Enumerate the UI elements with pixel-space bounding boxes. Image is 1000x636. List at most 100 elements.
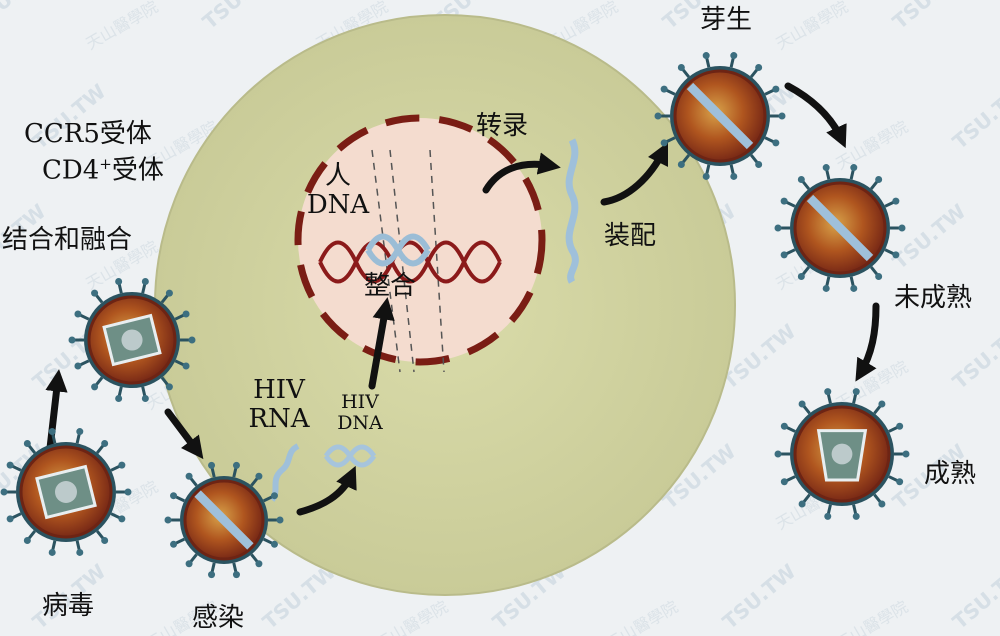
virion-knob bbox=[270, 492, 278, 500]
virion-genome bbox=[121, 329, 143, 351]
virion-knob bbox=[654, 112, 662, 120]
virion-knob bbox=[730, 52, 738, 60]
virion-knob bbox=[878, 500, 886, 508]
label-ccr5-receptor: CCR5受体 bbox=[24, 119, 152, 149]
virion-genome bbox=[831, 443, 853, 465]
watermark-text: TSU.TW bbox=[948, 79, 1000, 154]
label-cd4-sup: + bbox=[99, 155, 112, 173]
virion-budding bbox=[654, 52, 786, 180]
virion-knob bbox=[702, 172, 710, 180]
label-cd4-main: CD4 bbox=[42, 155, 100, 186]
integrated-hiv-dna bbox=[365, 233, 431, 267]
virion-knob bbox=[115, 394, 123, 402]
watermark-text: TSU.TW bbox=[888, 0, 971, 34]
virion-knob bbox=[6, 461, 14, 469]
virion-knob bbox=[902, 450, 910, 458]
virion-knob bbox=[118, 515, 126, 523]
label-infection: 感染 bbox=[192, 603, 245, 633]
label-immature: 未成熟 bbox=[894, 283, 973, 313]
virion-knob bbox=[74, 310, 82, 318]
virion-knob bbox=[170, 540, 178, 548]
virion-knob bbox=[255, 560, 263, 568]
virion-knob bbox=[778, 112, 786, 120]
arrow-virus-to-binding bbox=[45, 369, 68, 452]
virion-knob bbox=[660, 85, 668, 93]
virion-knob bbox=[824, 388, 832, 396]
label-hiv-dna-line2: DNA bbox=[337, 411, 383, 434]
virion-knob bbox=[852, 388, 860, 396]
virion-knob bbox=[892, 197, 900, 205]
virion-knob bbox=[896, 422, 904, 430]
virion-knob bbox=[208, 461, 216, 469]
virion-knob bbox=[0, 488, 8, 496]
watermark-text-cn: 天山醫學院 bbox=[833, 117, 912, 173]
virion-knob bbox=[774, 450, 782, 458]
hiv-rna-strand bbox=[269, 443, 300, 502]
watermark-text-cn: 天山醫學院 bbox=[83, 0, 162, 53]
watermark-text-cn: 天山醫學院 bbox=[833, 597, 912, 636]
virion-knob bbox=[822, 164, 830, 172]
virion-knob bbox=[780, 478, 788, 486]
virion-knob bbox=[91, 289, 99, 297]
virion-knob bbox=[232, 571, 240, 579]
virion-rna bbox=[686, 82, 754, 150]
virion-knob bbox=[188, 336, 196, 344]
label-hiv-rna-line1: HIV bbox=[253, 375, 305, 405]
watermark-text: TSU.TW bbox=[948, 559, 1000, 634]
virion-knob bbox=[797, 176, 805, 184]
virion-knob bbox=[774, 224, 782, 232]
virion-rna bbox=[806, 194, 874, 262]
watermark-text: TSU.TW bbox=[888, 199, 971, 274]
watermark-text-cn: 天山醫學院 bbox=[373, 597, 452, 636]
watermark-text: TSU.TW bbox=[198, 0, 281, 34]
arrow-immature-to-mature bbox=[855, 302, 880, 382]
virion-knob bbox=[677, 64, 685, 72]
virion-knob bbox=[255, 472, 263, 480]
virion-knob bbox=[892, 251, 900, 259]
virion-knob bbox=[822, 284, 830, 292]
virion-knob bbox=[141, 394, 149, 402]
label-integration: 整合 bbox=[364, 271, 417, 301]
virion-knob bbox=[74, 362, 82, 370]
virion-knob bbox=[23, 536, 31, 544]
virion-knob bbox=[276, 516, 284, 524]
pathway-arrows bbox=[45, 82, 880, 516]
virion-knob bbox=[798, 400, 806, 408]
virion-knob bbox=[164, 516, 172, 524]
virion-knob bbox=[115, 278, 123, 286]
virion-knob bbox=[270, 540, 278, 548]
virion-knob bbox=[232, 461, 240, 469]
watermark-text-cn: 天山醫學院 bbox=[773, 0, 852, 53]
virion-knob bbox=[730, 172, 738, 180]
label-cd4-receptor: CD4+受体 bbox=[42, 156, 164, 185]
rna-strand bbox=[565, 138, 579, 284]
virion-knob bbox=[898, 224, 906, 232]
virion-knob bbox=[780, 422, 788, 430]
virion-knob bbox=[165, 383, 173, 391]
label-virus: 病毒 bbox=[42, 591, 95, 621]
virion-knob bbox=[772, 85, 780, 93]
virion-knob bbox=[68, 336, 76, 344]
watermark-text: TSU.TW bbox=[718, 559, 801, 634]
virion-knob bbox=[185, 472, 193, 480]
arrow-transcription bbox=[482, 152, 561, 194]
virion-knob bbox=[23, 440, 31, 448]
virion-mature bbox=[774, 388, 910, 520]
label-transcription: 转录 bbox=[476, 111, 529, 141]
virion-immature bbox=[774, 164, 906, 292]
virion-knob bbox=[824, 512, 832, 520]
virion-knob bbox=[677, 160, 685, 168]
label-mature: 成熟 bbox=[924, 459, 977, 489]
virion-knob bbox=[702, 52, 710, 60]
label-human-dna-line1: 人 bbox=[324, 161, 351, 191]
virion-knob bbox=[182, 362, 190, 370]
virion-knob bbox=[755, 160, 763, 168]
virion-knob bbox=[798, 500, 806, 508]
arrow-binding-to-infection bbox=[164, 408, 204, 460]
label-hiv-dna-line1: HIV bbox=[341, 391, 379, 413]
virion-knob bbox=[48, 548, 56, 556]
virion-knob bbox=[755, 64, 763, 72]
label-binding-fusion: 结合和融合 bbox=[2, 225, 133, 255]
arrow-assembly bbox=[600, 141, 669, 206]
